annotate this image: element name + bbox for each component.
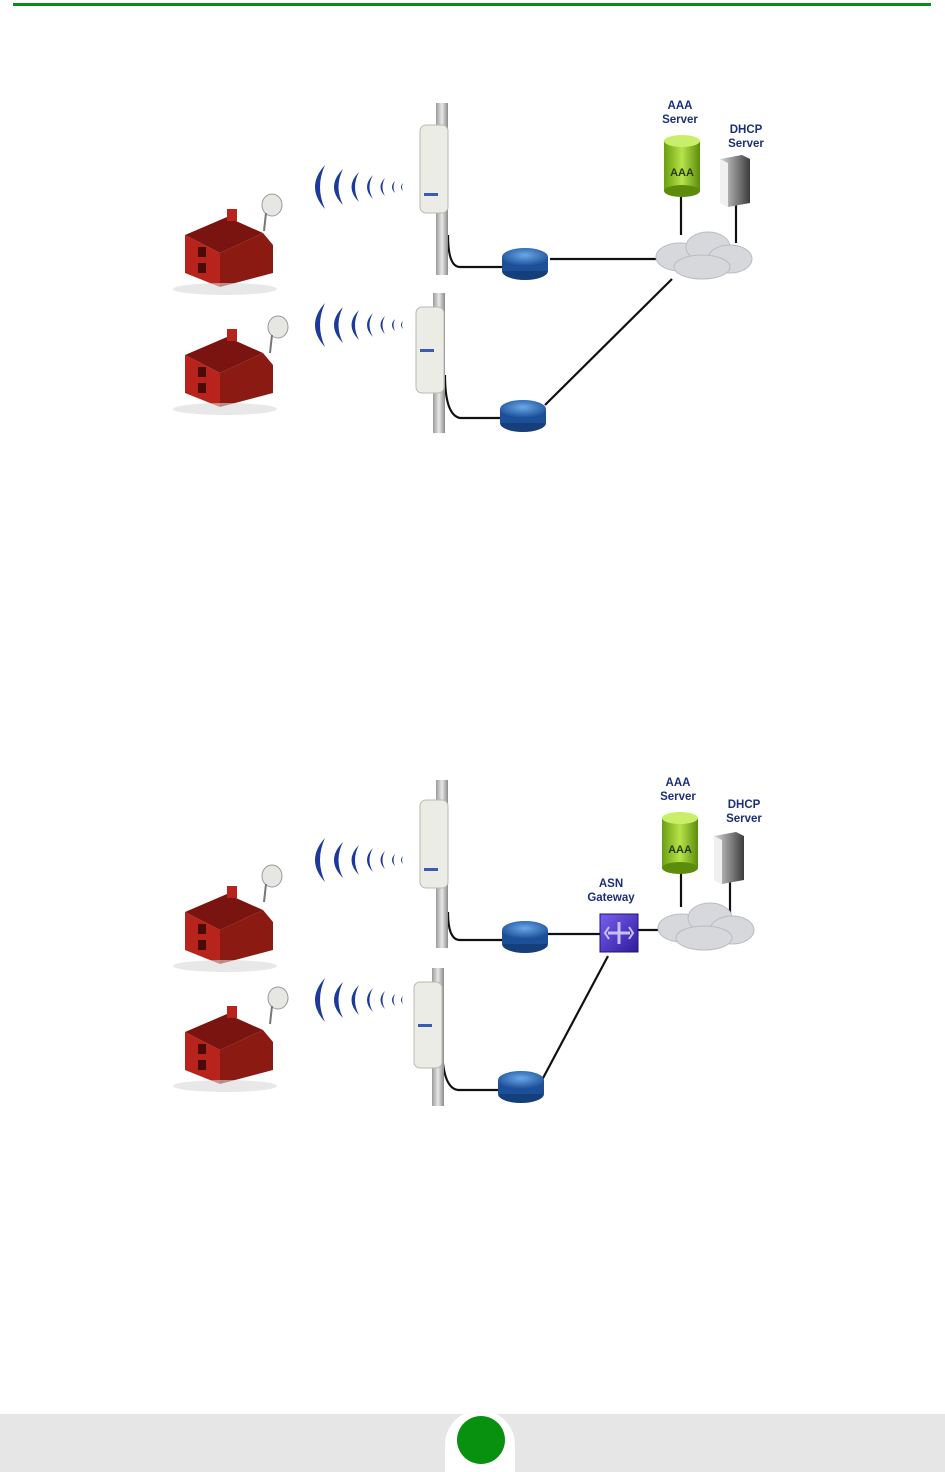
connection-lines xyxy=(445,195,736,418)
signal-waves-icon xyxy=(315,303,403,347)
aaa-badge: AAA xyxy=(668,844,692,856)
aaa-badge: AAA xyxy=(670,167,694,179)
dhcp-server-icon xyxy=(720,155,750,207)
dish-antenna-icon xyxy=(262,865,282,902)
barn-icon xyxy=(173,1006,277,1092)
cable-bs1-router1 xyxy=(448,235,502,267)
dish-antenna-icon xyxy=(268,987,288,1024)
barn-icon xyxy=(173,329,277,415)
dhcp-server-icon xyxy=(714,832,744,884)
cable-bs2-router2 xyxy=(442,1044,500,1090)
base-station-icon xyxy=(416,293,445,433)
router-icon xyxy=(502,248,548,280)
dhcp-server-label-line2: Server xyxy=(726,813,762,825)
asn-gateway-label-line2: Gateway xyxy=(587,892,635,904)
base-station-icon xyxy=(414,968,444,1106)
connection-lines xyxy=(442,870,730,1090)
dish-antenna-icon xyxy=(268,316,288,353)
cable-bs1-router1 xyxy=(448,912,502,940)
cable-bs2-router2 xyxy=(445,375,502,418)
barn-icon xyxy=(173,209,277,295)
top-rule xyxy=(13,3,931,6)
router-icon xyxy=(500,400,546,432)
aaa-server-label-line1: AAA xyxy=(668,100,693,112)
barn-icon xyxy=(173,886,277,972)
asn-gateway-label-line1: ASN xyxy=(599,878,623,890)
aaa-server-icon: AAA xyxy=(662,812,698,874)
router-icon xyxy=(502,921,548,953)
link-router2-cloud xyxy=(545,279,672,405)
base-station-icon xyxy=(420,780,448,948)
signal-waves-icon xyxy=(315,978,403,1022)
signal-waves-icon xyxy=(315,838,403,882)
router-icon xyxy=(498,1071,544,1103)
aaa-server-label-line2: Server xyxy=(660,791,696,803)
asn-gateway-icon xyxy=(600,914,638,952)
network-diagram-2: ASN Gateway AAA AAA Server DHCP Server xyxy=(160,762,780,1122)
aaa-server-label-line1: AAA xyxy=(666,777,691,789)
network-diagram-1: AAA AAA Server DHCP Server xyxy=(160,85,780,445)
link-router2-gateway xyxy=(542,956,608,1080)
cloud-icon xyxy=(658,903,754,950)
dish-antenna-icon xyxy=(262,194,282,231)
aaa-server-label-line2: Server xyxy=(662,114,698,126)
dhcp-server-label-line2: Server xyxy=(728,138,764,150)
dhcp-server-label-line1: DHCP xyxy=(730,124,763,136)
dhcp-server-label-line1: DHCP xyxy=(728,799,761,811)
aaa-server-icon: AAA xyxy=(664,135,700,197)
cloud-icon xyxy=(656,232,752,279)
page-marker-dot xyxy=(457,1416,505,1464)
base-station-icon xyxy=(420,103,448,275)
signal-waves-icon xyxy=(315,165,403,209)
